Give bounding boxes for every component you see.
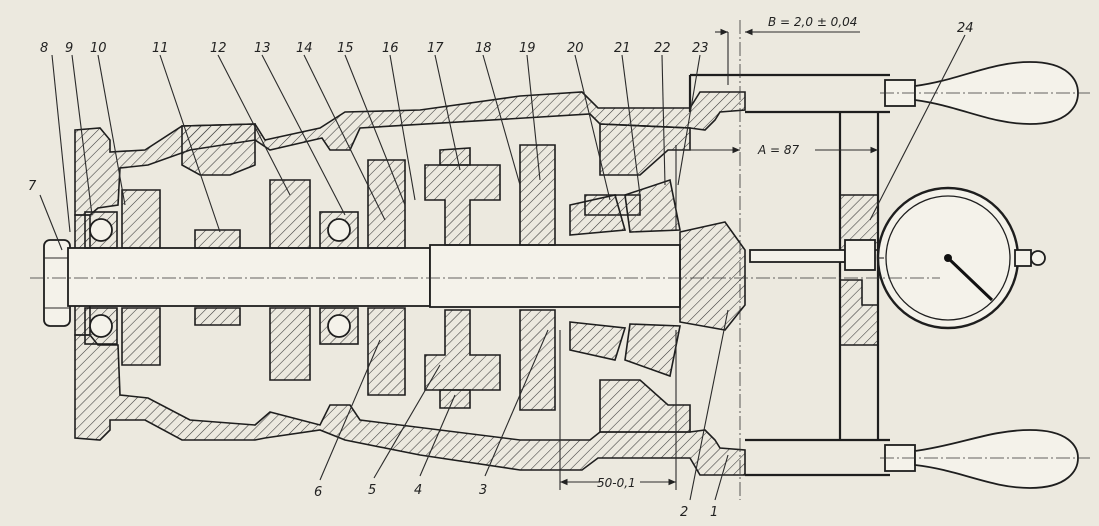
callout-18: 18 [475,41,492,56]
gears-upper [121,144,556,249]
dimension-b-text: B = 2,0 ± 0,04 [768,15,857,29]
callout-3: 3 [479,483,487,498]
callout-4: 4 [414,483,422,498]
callout-1: 1 [710,505,718,520]
tapered-bearings [569,178,681,378]
callout-17: 17 [427,41,444,56]
callout-2: 2 [680,505,688,520]
dimension-len: 50-0,1 [559,330,677,490]
callout-8: 8 [40,41,48,56]
callout-5: 5 [368,483,376,498]
callout-19: 19 [519,41,536,56]
main-shaft [67,221,746,331]
callout-20: 20 [567,41,584,56]
callout-numbers-top: 8 9 10 11 12 13 14 15 16 17 18 19 20 21 … [28,21,974,194]
callout-22: 22 [654,41,671,56]
callout-leaders-top [39,34,966,251]
callout-23: 23 [692,41,709,56]
dimension-a-text: A = 87 [757,143,800,157]
callout-15: 15 [337,41,354,56]
bearing-middle [319,211,359,345]
shaft-nut [43,239,71,327]
callout-13: 13 [254,41,271,56]
callout-7: 7 [28,179,37,194]
callout-6: 6 [314,485,322,500]
handle-lower [880,429,1090,489]
bearing-left [84,211,118,345]
fixture-frame [688,73,890,477]
callout-10: 10 [90,41,107,56]
callout-21: 21 [614,41,631,56]
callout-11: 11 [152,41,169,56]
dimension-a: A = 87 [675,143,878,230]
callout-14: 14 [296,41,313,56]
callout-9: 9 [65,41,73,56]
dial-indicator [876,186,1046,330]
callout-24: 24 [957,21,974,36]
housing-lower [74,334,746,476]
callout-leaders-bottom [319,309,729,501]
callout-numbers-bottom: 6 5 4 3 2 1 [314,483,718,520]
dimension-b: B = 2,0 ± 0,04 [715,15,860,85]
callout-12: 12 [210,41,227,56]
pinion-gear [679,221,746,331]
dimension-len-text: 50-0,1 [597,476,636,490]
handle-upper [880,61,1090,125]
callout-16: 16 [382,41,399,56]
